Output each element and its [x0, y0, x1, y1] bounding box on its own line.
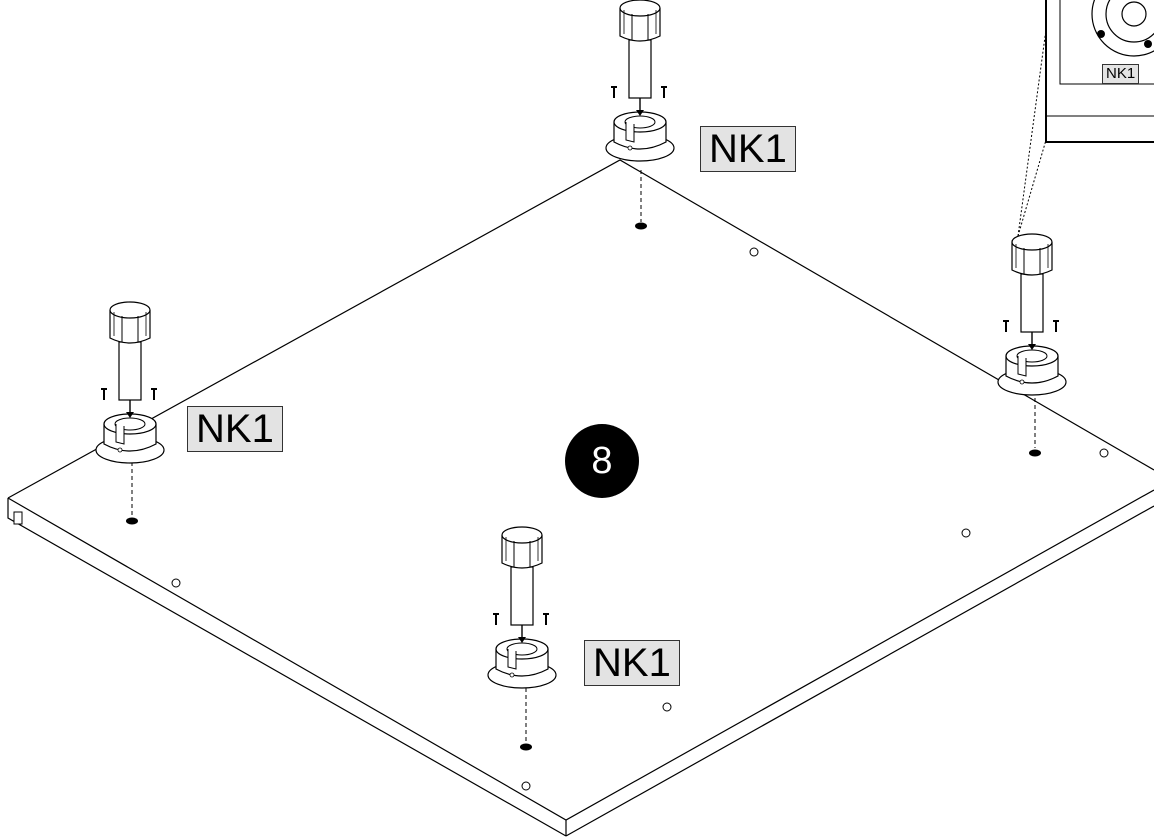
panel [7, 159, 1154, 837]
leg-foot-left [95, 301, 165, 464]
part-label-back: NK1 [700, 126, 796, 172]
inset-part-label: NK1 [1102, 64, 1140, 84]
part-label-front: NK1 [584, 640, 680, 686]
part-label-left: NK1 [187, 406, 283, 452]
detail-inset [1017, 0, 1154, 237]
leg-foot-right [997, 233, 1067, 396]
mounting-holes [126, 170, 1041, 751]
leg-foot-front [487, 526, 557, 689]
step-number-badge: 8 [565, 424, 639, 498]
leg-foot-back [605, 0, 675, 162]
